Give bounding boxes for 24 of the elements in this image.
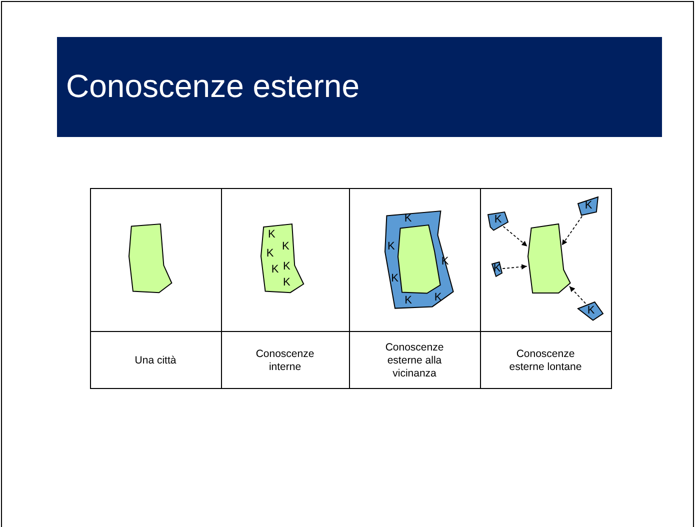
title-banner: Conoscenze esterne: [57, 37, 662, 137]
caption-text: Conoscenze esterne lontane: [508, 348, 583, 374]
k-label: K: [266, 248, 274, 260]
k-label: K: [404, 296, 412, 306]
dashed-arrow: [502, 226, 528, 247]
k-label: K: [282, 241, 290, 252]
caption-text: Una città: [134, 354, 176, 367]
k-label: K: [434, 292, 442, 304]
k-label: K: [404, 213, 412, 224]
k-label: K: [283, 261, 290, 272]
k-label: K: [268, 229, 276, 240]
k-label: K: [388, 242, 395, 253]
dashed-arrow: [561, 216, 582, 246]
k-label: K: [283, 278, 290, 289]
k-label: K: [587, 305, 595, 316]
dashed-arrow: [502, 264, 528, 270]
caption-text: Conoscenze esterne alla vicinanza: [384, 341, 445, 380]
k-label: K: [271, 264, 279, 276]
k-label: K: [493, 264, 501, 275]
k-label: K: [584, 200, 592, 212]
k-label: K: [494, 214, 502, 226]
k-label: K: [391, 274, 398, 285]
caption-text: Conoscenze interne: [254, 348, 316, 374]
dashed-arrow: [569, 286, 586, 304]
